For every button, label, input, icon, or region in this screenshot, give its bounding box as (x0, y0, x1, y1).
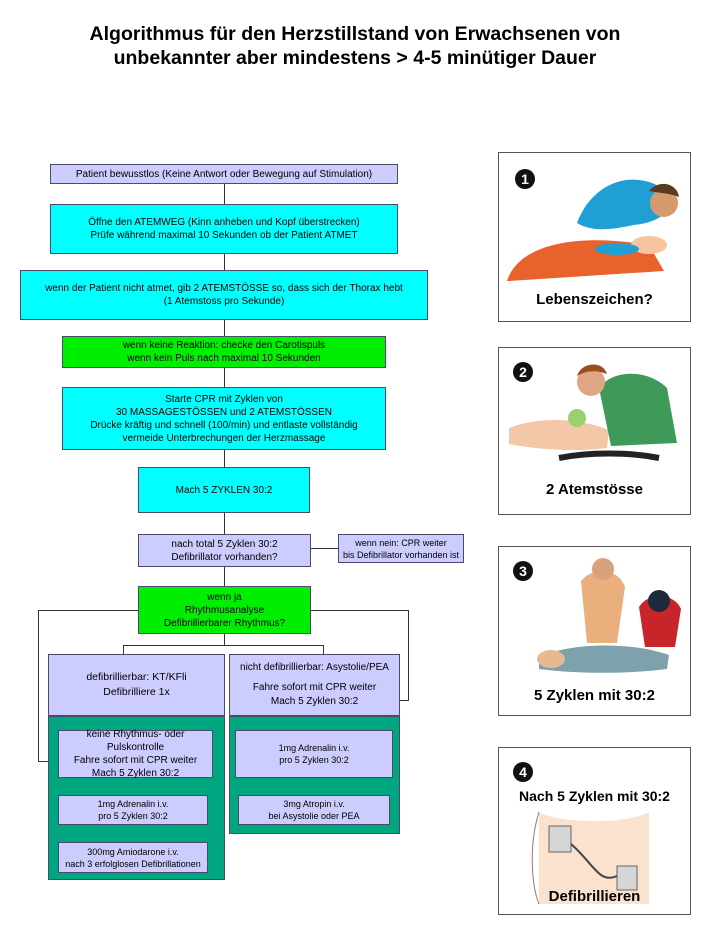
panel-five-cycles: 3 5 Zyklen mit 30:2 (498, 546, 691, 716)
box-breaths-line2: (1 Atemstoss pro Sekunde) (163, 296, 285, 307)
rescuer-checking-breathing-illustration (507, 179, 679, 281)
box-shockable-head-line1: defibrillierbar: KT/KFli (86, 671, 187, 683)
box-shockable-head-line2: Defibrilliere 1x (103, 686, 170, 698)
box-shockable-head: defibrillierbar: KT/KFli Defibrilliere 1… (48, 654, 225, 716)
box-nonshockable-adrenalin: 1mg Adrenalin i.v. pro 5 Zyklen 30:2 (235, 730, 393, 778)
panel-signs-of-life: 1 Lebenszeichen? (498, 152, 691, 322)
box-rhythm-analysis: wenn ja Rhythmusanalyse Defibrillierbare… (138, 586, 311, 634)
box-shockable-adrenalin: 1mg Adrenalin i.v. pro 5 Zyklen 30:2 (58, 795, 208, 825)
box-nonshockable-head-line3: Mach 5 Zyklen 30:2 (270, 696, 359, 707)
box-start-cpr-line1: Starte CPR mit Zyklen von (165, 393, 283, 405)
box-if-no-defibrillator: wenn nein: CPR weiter bis Defibrillator … (338, 534, 464, 563)
box-start-cpr: Starte CPR mit Zyklen von 30 MASSAGESTÖS… (62, 387, 386, 450)
box-open-airway-line1: Öffne den ATEMWEG (Kinn anheben und Kopf… (88, 217, 360, 228)
rescue-breathing-illustration (509, 364, 677, 461)
box-nonshockable-head-line2: Fahre sofort mit CPR weiter (252, 682, 377, 693)
box-defibrillator-available-line2: Defibrillator vorhanden? (171, 551, 278, 563)
box-shockable-amiodarone-line1: 300mg Amiodarone i.v. (87, 846, 179, 857)
defibrillator-pads-illustration (531, 811, 649, 905)
panel-two-breaths-label: 2 Atemstösse (546, 481, 643, 498)
box-five-cycles-text: Mach 5 ZYKLEN 30:2 (175, 484, 273, 496)
box-if-no-defibrillator-line2: bis Defibrillator vorhanden ist (342, 549, 460, 560)
box-shockable-amiodarone-line2: nach 3 erfolglosen Defibrillationen (65, 858, 201, 869)
box-breaths: wenn der Patient nicht atmet, gib 2 ATEM… (20, 270, 428, 320)
box-nonshockable-adrenalin-line1: 1mg Adrenalin i.v. (278, 743, 350, 753)
box-five-cycles: Mach 5 ZYKLEN 30:2 (138, 467, 310, 513)
step-number-1: 1 (515, 169, 535, 189)
box-start-cpr-line3: Drücke kräftig und schnell (100/min) und… (90, 419, 358, 431)
box-patient-unconscious: Patient bewusstlos (Keine Antwort oder B… (50, 164, 398, 184)
box-rhythm-analysis-line3: Defibrillierbarer Rhythmus? (163, 617, 286, 629)
box-nonshockable-head-line1: nicht defibrillierbar: Asystolie/PEA (240, 662, 389, 673)
box-nonshockable-adrenalin-line2: pro 5 Zyklen 30:2 (279, 755, 349, 765)
panel-signs-of-life-label: Lebenszeichen? (536, 291, 653, 308)
cpr-two-rescuers-illustration (537, 558, 681, 673)
box-defibrillator-available-line1: nach total 5 Zyklen 30:2 (171, 538, 278, 550)
box-shockable-amiodarone: 300mg Amiodarone i.v. nach 3 erfolglosen… (58, 842, 208, 873)
box-breaths-line1: wenn der Patient nicht atmet, gib 2 ATEM… (45, 283, 403, 294)
box-nonshockable-atropin-line1: 3mg Atropin i.v. (283, 799, 345, 809)
box-start-cpr-line2: 30 MASSAGESTÖSSEN und 2 ATEMSTÖSSEN (115, 406, 332, 418)
box-start-cpr-line4: vermeide Unterbrechungen der Herzmassage (122, 432, 326, 444)
panel-defibrillate-top-label: Nach 5 Zyklen mit 30:2 (519, 788, 670, 804)
box-shockable-adrenalin-line2: pro 5 Zyklen 30:2 (98, 811, 168, 821)
page-title-line1: Algorithmus für den Herzstillstand von E… (89, 23, 621, 45)
box-shockable-continue-cpr-line2: Fahre sofort mit CPR weiter (73, 755, 198, 766)
page-title-line2: unbekannter aber mindestens > 4-5 minüti… (113, 47, 597, 69)
box-defibrillator-available: nach total 5 Zyklen 30:2 Defibrillator v… (138, 534, 311, 567)
box-open-airway: Öffne den ATEMWEG (Kinn anheben und Kopf… (50, 204, 398, 254)
box-nonshockable-atropin: 3mg Atropin i.v. bei Asystolie oder PEA (238, 795, 390, 825)
panel-five-cycles-label: 5 Zyklen mit 30:2 (534, 687, 655, 704)
box-shockable-continue-cpr: keine Rhythmus- oder Pulskontrolle Fahre… (58, 729, 213, 779)
panel-defibrillate-label: Defibrillieren (548, 888, 641, 905)
box-nonshockable-atropin-line2: bei Asystolie oder PEA (268, 811, 360, 821)
step-number-3: 3 (513, 561, 533, 581)
box-check-pulse-line2: wenn kein Puls nach maximal 10 Sekunden (127, 353, 321, 364)
box-patient-unconscious-text: Patient bewusstlos (Keine Antwort oder B… (75, 168, 373, 180)
panel-two-breaths: 2 2 Atemstösse (498, 347, 691, 515)
box-open-airway-line2: Prüfe während maximal 10 Sekunden ob der… (90, 230, 358, 241)
box-shockable-adrenalin-line1: 1mg Adrenalin i.v. (97, 799, 169, 809)
box-rhythm-analysis-line2: Rhythmusanalyse (184, 604, 265, 616)
step-number-4: 4 (513, 762, 533, 782)
box-check-pulse-line1: wenn keine Reaktion: checke den Carotisp… (122, 340, 326, 351)
box-shockable-continue-cpr-line3: Mach 5 Zyklen 30:2 (91, 768, 180, 779)
panel-defibrillate: 4 Nach 5 Zyklen mit 30:2 Defibrillieren (498, 747, 691, 915)
step-number-2: 2 (513, 362, 533, 382)
box-shockable-continue-cpr-line1: keine Rhythmus- oder Pulskontrolle (86, 729, 185, 753)
box-rhythm-analysis-line1: wenn ja (207, 591, 242, 603)
box-if-no-defibrillator-line1: wenn nein: CPR weiter (355, 537, 447, 548)
box-nonshockable-head: nicht defibrillierbar: Asystolie/PEA Fah… (229, 654, 400, 716)
box-check-pulse: wenn keine Reaktion: checke den Carotisp… (62, 336, 386, 368)
